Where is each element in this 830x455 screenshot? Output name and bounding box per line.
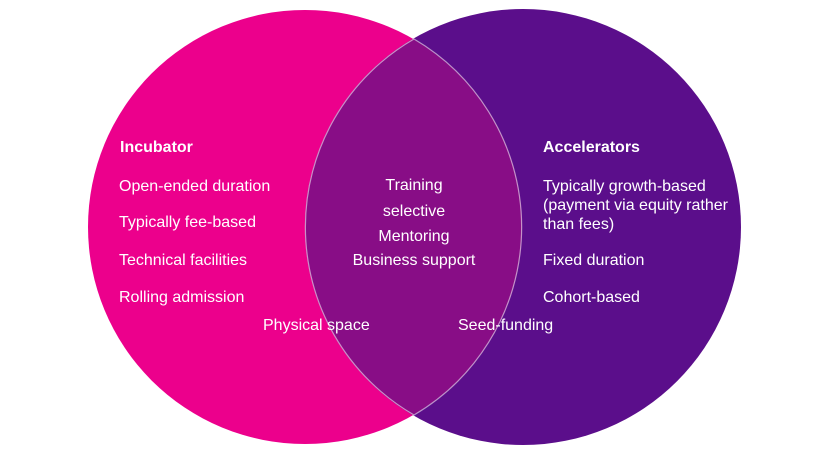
accelerators-item-cohort-based: Cohort-based (543, 289, 640, 306)
boundary-label-seed-funding: Seed-funding (458, 317, 554, 334)
overlap-item-mentoring: Mentoring (378, 228, 450, 245)
incubator-item-fee-based: Typically fee-based (119, 214, 256, 231)
incubator-item-technical: Technical facilities (119, 252, 248, 269)
boundary-label-physical-space: Physical space (263, 317, 370, 334)
accelerators-title: Accelerators (543, 139, 640, 156)
accelerators-item-fixed-duration: Fixed duration (543, 252, 645, 269)
overlap-item-selective: selective (382, 203, 446, 220)
overlap-item-training: Training (385, 177, 443, 194)
incubator-item-rolling: Rolling admission (119, 289, 245, 306)
accelerators-item-growth-based: Typically growth-based (payment via equi… (543, 178, 728, 233)
incubator-title: Incubator (120, 139, 193, 156)
incubator-item-open-ended: Open-ended duration (119, 178, 271, 195)
overlap-item-business-support: Business support (352, 252, 476, 269)
overlap-region (305, 10, 522, 444)
overlap-outline (304, 38, 523, 416)
